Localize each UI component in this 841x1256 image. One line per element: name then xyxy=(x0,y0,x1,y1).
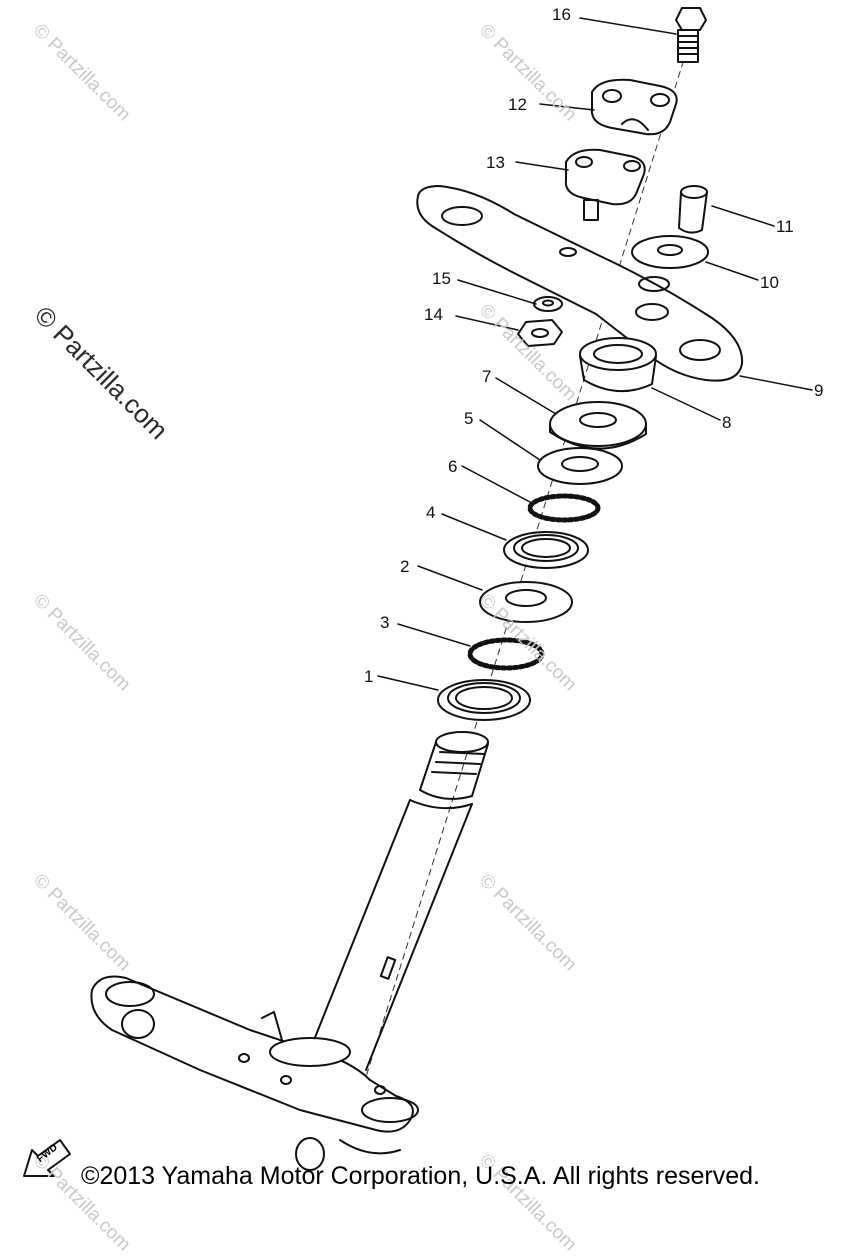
part-4-bearing-race xyxy=(503,531,589,569)
callout-12: 12 xyxy=(508,95,527,114)
steering-stem xyxy=(305,731,489,1071)
part-8-ring-nut xyxy=(579,337,657,393)
leader-lines xyxy=(377,17,813,691)
callout-10: 10 xyxy=(760,273,779,292)
callout-9: 9 xyxy=(814,381,824,400)
part-15-washer xyxy=(533,296,563,312)
callout-15: 15 xyxy=(432,269,451,288)
exploded-steering-diagram xyxy=(23,7,813,1177)
part-14-nut xyxy=(517,319,563,347)
callout-1: 1 xyxy=(364,667,374,686)
part-9-upper-bracket xyxy=(416,185,744,382)
callout-14: 14 xyxy=(424,305,443,324)
part-1-bearing-race xyxy=(437,679,531,721)
callout-3: 3 xyxy=(380,613,390,632)
part-3-ball-bearings xyxy=(467,637,545,671)
callout-8: 8 xyxy=(722,413,732,432)
callout-4: 4 xyxy=(426,503,436,522)
callout-6: 6 xyxy=(448,457,458,476)
callout-16: 16 xyxy=(552,5,571,24)
part-5-bearing-race xyxy=(537,447,623,485)
part-2-bearing-race xyxy=(479,581,573,623)
part-16-bolt xyxy=(675,7,707,63)
callout-13: 13 xyxy=(486,153,505,172)
part-13-handlebar-holder-lower xyxy=(564,148,646,221)
forward-arrow-icon xyxy=(23,1139,71,1177)
copyright-notice: ©2013 Yamaha Motor Corporation, U.S.A. A… xyxy=(81,1162,760,1190)
part-12-handlebar-holder-upper xyxy=(590,78,678,136)
callout-11: 11 xyxy=(776,217,794,236)
callout-5: 5 xyxy=(464,409,474,428)
part-10-washer xyxy=(631,235,709,269)
part-6-ball-bearings xyxy=(527,493,601,523)
part-11-bolt xyxy=(678,185,708,234)
part-7-cover xyxy=(549,401,647,450)
lower-bracket xyxy=(90,975,419,1171)
callout-2: 2 xyxy=(400,557,410,576)
callout-7: 7 xyxy=(482,367,492,386)
